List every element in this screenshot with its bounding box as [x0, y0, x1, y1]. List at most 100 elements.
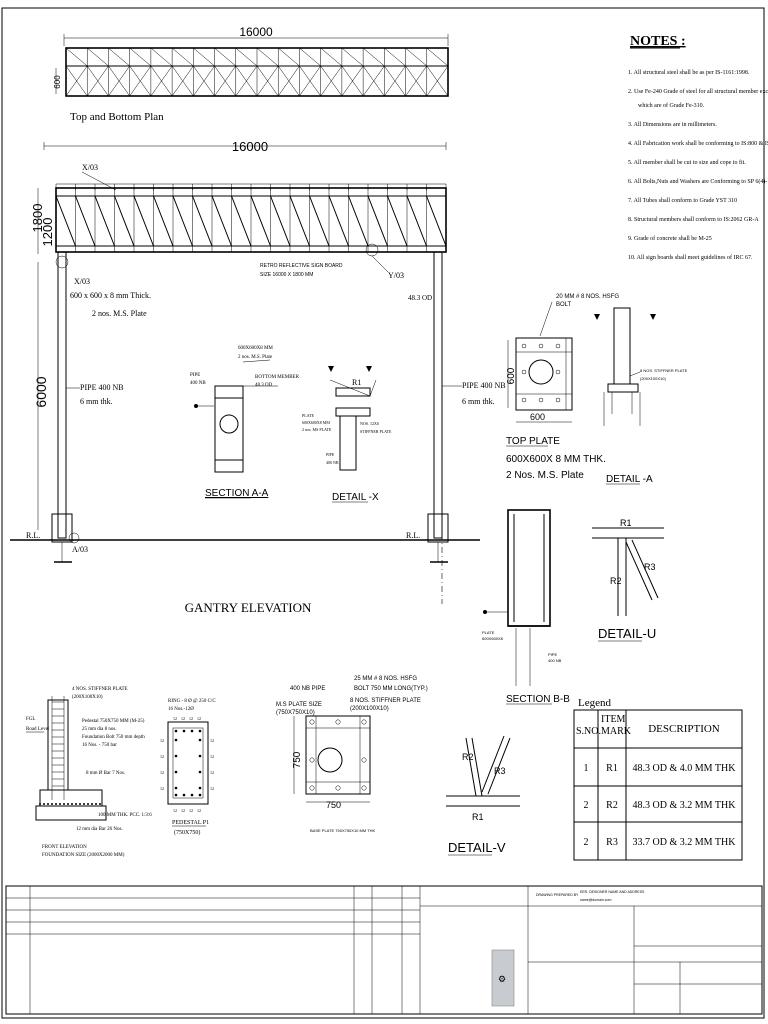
fnd-note-2: (200X100X10) [72, 695, 103, 700]
rebar [198, 793, 202, 797]
bar-label: 12 [210, 754, 214, 759]
plan-title: Top and Bottom Plan [70, 111, 164, 123]
bp-note-7: (200X100X10) [350, 706, 389, 712]
bar-label: 12 [160, 738, 164, 743]
ped-note-1: RING - 8 Ø @ 250 C/C [168, 699, 216, 704]
bp-note-3: BOLT 750 MM LONG(TYP.) [354, 686, 428, 692]
dim-1800: 1800 [30, 204, 45, 233]
fnd-note-11: Road Level [26, 727, 50, 732]
fnd-note-9: 12 mm dia Bar 26 Nos. [76, 827, 123, 832]
detail-u-title: DETAIL-U [598, 626, 656, 641]
dim-6000: 6000 [33, 376, 49, 407]
bolt-hole [521, 397, 527, 403]
bar-label: 12 [189, 808, 193, 813]
da-note-2: (200X100X10) [640, 376, 666, 381]
bolt-hole [309, 785, 315, 791]
legend-sno: 1 [584, 763, 589, 774]
plate-note-1: 600 x 600 x 8 mm Thick. [70, 291, 151, 300]
legend-header-desc: DESCRIPTION [648, 723, 720, 735]
legend-header-mark: ITEM [601, 714, 626, 725]
rebar [198, 738, 202, 742]
plan-span-dim: 16000 [239, 25, 273, 39]
tp-title-3: 2 Nos. M.S. Plate [506, 470, 584, 481]
plan-width-dim: 600 [53, 75, 62, 89]
dv-r3: R3 [494, 766, 506, 776]
rebar [198, 770, 202, 774]
bar-label: 12 [160, 754, 164, 759]
ref-x03-left: X/03 [74, 277, 90, 286]
detail-v-title: DETAIL-V [448, 840, 506, 855]
rebar [174, 754, 178, 758]
fnd-note-4: 25 mm dia 8 nos. [82, 727, 117, 732]
legend-sno: 2 [584, 800, 589, 811]
bolt-hole [538, 343, 544, 349]
bar-label: 12 [173, 716, 177, 721]
legend-header-mark: MARK [601, 726, 632, 737]
note-item: which are of Grade Fe-310. [638, 102, 705, 109]
tp-title-1: TOP PLATE [506, 436, 560, 447]
rebar [174, 729, 178, 733]
rebar [182, 793, 186, 797]
legend-description: 48.3 OD & 4.0 MM THK [633, 763, 737, 774]
bolt-hole [335, 785, 341, 791]
fnd-title-1: FRONT ELEVATION [42, 845, 87, 850]
detail-x: R1 PLATE 600X600X8 MM 2 nos. MS PLATE NO… [302, 366, 392, 503]
bar-label: 12 [210, 738, 214, 743]
section-bb-title: SECTION B-B [506, 694, 570, 705]
section-aa: 600X600X8 MM 2 nos. M.S. Plate PIPE 400 … [190, 346, 300, 499]
bolt-hole [309, 719, 315, 725]
note-item: 3. All Dimensions are in millimeters. [628, 122, 717, 128]
plate-note-2: 2 nos. M.S. Plate [92, 309, 147, 318]
bar-label: 12 [160, 770, 164, 775]
dv-r1: R1 [472, 812, 484, 822]
sheet-border [1, 7, 765, 1019]
logo-image [491, 949, 515, 1007]
tp-title-2: 600X600X 8 MM THK. [506, 454, 606, 465]
bolt-hole [521, 343, 527, 349]
pipe-right-1: PIPE 400 NB [462, 381, 506, 390]
ref-a03: A/03 [72, 545, 88, 554]
bar-label: 12 [210, 770, 214, 775]
rebar [174, 786, 178, 790]
detail-u: R1 R2 R3 DETAIL-U [592, 518, 664, 642]
rebar [174, 738, 178, 742]
pipe-left-1: PIPE 400 NB [80, 383, 124, 392]
fnd-note-10: FGL [26, 717, 35, 722]
legend-description: 48.3 OD & 3.2 MM THK [633, 800, 737, 811]
legend-mark: R1 [606, 763, 618, 774]
rebar [198, 786, 202, 790]
tp-dim-600b: 600 [530, 412, 545, 422]
da-note-1: 8 NOS. STIFFNER PLATE [640, 368, 688, 373]
pipe-right-2: 6 mm thk. [462, 397, 495, 406]
bp-dim-750: 750 [292, 751, 303, 768]
bolt-hole [555, 369, 561, 375]
detail-a-title: DETAIL -A [606, 474, 653, 485]
ped-title-1: PEDESTAL P1 [172, 820, 209, 826]
base-plate: 750 750 400 NB PIPE 25 MM # 8 NOS. HSFG … [276, 676, 428, 833]
dx-note-6: PIPE [326, 452, 335, 457]
bp-caption: BASE PLATE 750X750X10 MM THK [310, 828, 376, 833]
logo-glyph: ⚙ [498, 974, 506, 984]
bar-label: 12 [210, 786, 214, 791]
bb-note-3: PIPE [548, 652, 557, 657]
rebar [190, 729, 194, 733]
note-item: 6. All Bolts,Nuts and Washers are Confor… [628, 178, 768, 185]
bar-label: 12 [181, 716, 185, 721]
bb-note-1: PLATE [482, 630, 495, 635]
notes-heading: NOTES : [630, 34, 686, 49]
bolt-hole [521, 369, 527, 375]
rebar [198, 754, 202, 758]
aa-note-3: PIPE [190, 373, 200, 378]
bar-label: 12 [173, 808, 177, 813]
detail-v: R2 R3 R1 DETAIL-V [446, 735, 520, 856]
bolt-hole [335, 719, 341, 725]
note-item: 4. All Fabrication work shall be conform… [628, 140, 768, 147]
top-bottom-plan: 16000 600 Top and Bottom Plan [53, 25, 449, 123]
ped-title-2: (750X750) [174, 829, 200, 836]
section-bb: PLATE 600X600X8 PIPE 400 NB SECTION B-B [482, 509, 570, 705]
bp-dim-750b: 750 [326, 800, 341, 810]
aa-note-1: 600X600X8 MM [238, 346, 273, 351]
